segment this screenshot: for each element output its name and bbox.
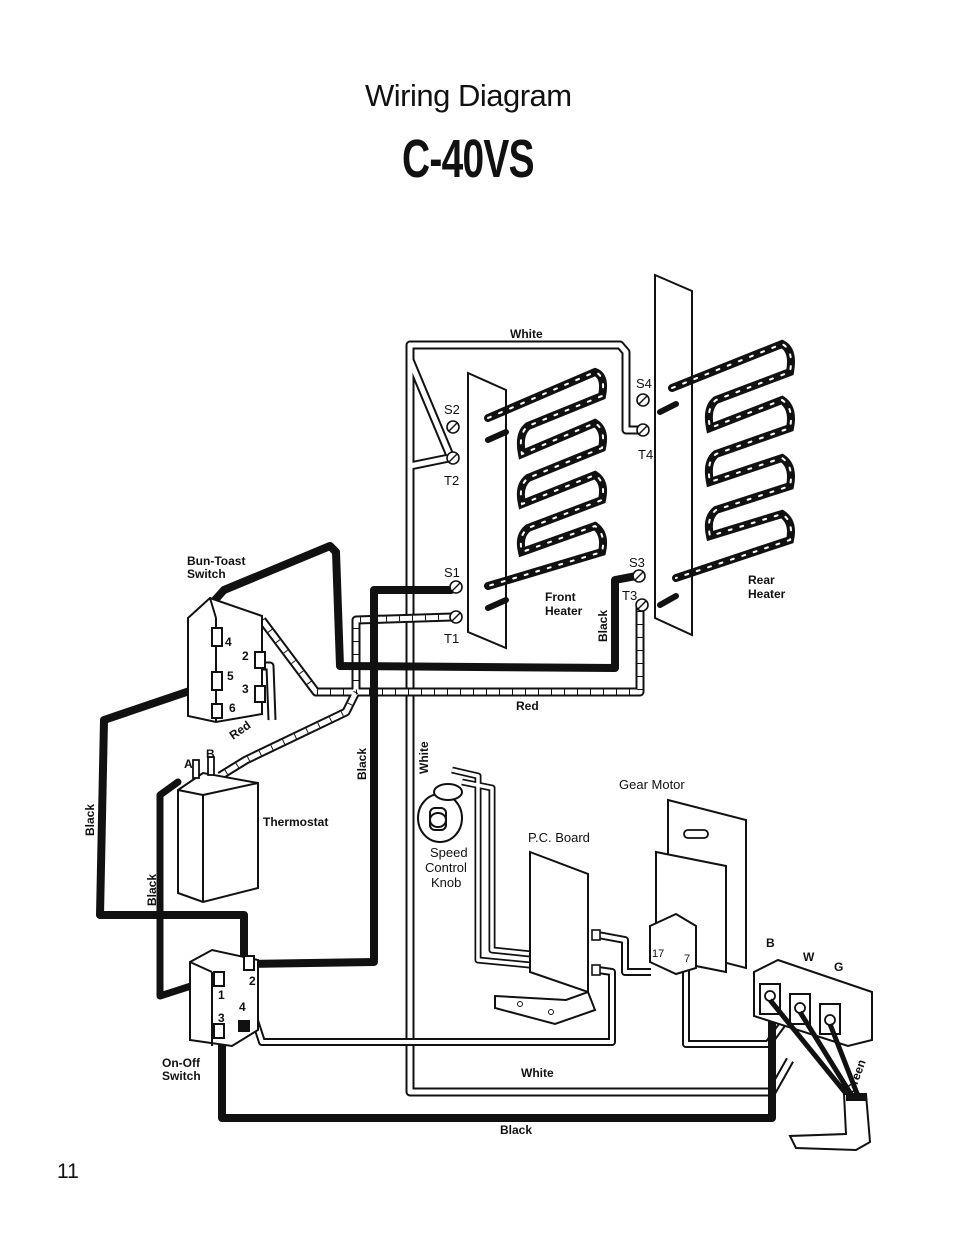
bun-toast-terminal-2: 2 — [242, 649, 249, 663]
on-off-switch-body[interactable] — [189, 948, 259, 1048]
thermostat-label: Thermostat — [263, 815, 328, 829]
power-cord — [768, 998, 872, 1152]
wire-label-black-bottom: Black — [500, 1123, 532, 1137]
plug-terminal-w: W — [803, 950, 815, 964]
on-off-terminal-3: 3 — [218, 1011, 225, 1025]
terminal-t3: T3 — [622, 588, 637, 603]
terminal-t2: T2 — [444, 473, 459, 488]
gear-motor-terminal-7: 7 — [684, 953, 690, 965]
wire-label-black-front: Black — [596, 610, 610, 642]
terminal-s1: S1 — [444, 565, 460, 580]
gear-motor-label: Gear Motor — [619, 777, 685, 792]
on-off-terminal-4: 4 — [239, 1000, 246, 1014]
on-off-terminal-2: 2 — [249, 974, 256, 988]
bun-toast-terminal-5: 5 — [227, 669, 234, 683]
model-number: C-40VS — [402, 129, 535, 189]
thermostat-terminal-b: B — [206, 747, 215, 761]
red-wires — [217, 605, 645, 780]
terminal-s4: S4 — [636, 376, 652, 391]
terminal-labels: S2 T2 S1 T1 S4 T4 S3 T3 4 2 5 3 6 A B 1 … — [184, 376, 843, 1025]
wire-label-black-mid: Black — [355, 748, 369, 780]
terminal-t4: T4 — [638, 447, 653, 462]
on-off-terminal-1: 1 — [218, 988, 225, 1002]
wire-label-white-bottom: White — [521, 1066, 554, 1080]
white-wires — [241, 340, 794, 1097]
plug-terminal-b: B — [766, 936, 775, 950]
wire-label-red-bottom: Red — [516, 699, 539, 713]
wire-label-red-switch: Red — [227, 718, 254, 742]
speed-control-knob[interactable] — [417, 783, 463, 843]
terminal-s2: S2 — [444, 402, 460, 417]
wire-labels: White Red Red Black Black Black White Bl… — [83, 327, 869, 1137]
terminal-s3: S3 — [629, 555, 645, 570]
rear-heater-coil — [657, 339, 795, 608]
wire-label-black-left: Black — [83, 804, 97, 836]
power-terminal-block — [753, 958, 873, 1048]
gear-motor — [649, 798, 747, 976]
front-heater-panel — [467, 371, 507, 650]
thermostat-body — [177, 756, 259, 904]
rear-heater-panel — [654, 273, 693, 637]
bun-toast-terminal-3: 3 — [242, 682, 249, 696]
front-heater-coil — [484, 367, 608, 611]
pc-board — [494, 850, 601, 1026]
wire-label-white-top: White — [510, 327, 543, 341]
wire-label-black-thermostat: Black — [145, 874, 159, 906]
page-title: Wiring Diagram — [365, 78, 572, 113]
bun-toast-switch-body[interactable] — [187, 596, 266, 724]
thermostat-terminal-a: A — [184, 757, 193, 771]
bun-toast-terminal-6: 6 — [229, 701, 236, 715]
plug-terminal-g: G — [834, 960, 843, 974]
gear-motor-terminal-17: 17 — [652, 948, 664, 960]
page-number: 11 — [57, 1160, 79, 1183]
pc-board-label: P.C. Board — [528, 830, 590, 845]
bun-toast-terminal-4: 4 — [225, 635, 232, 649]
terminal-t1: T1 — [444, 631, 459, 646]
wire-label-white-mid: White — [417, 741, 431, 774]
